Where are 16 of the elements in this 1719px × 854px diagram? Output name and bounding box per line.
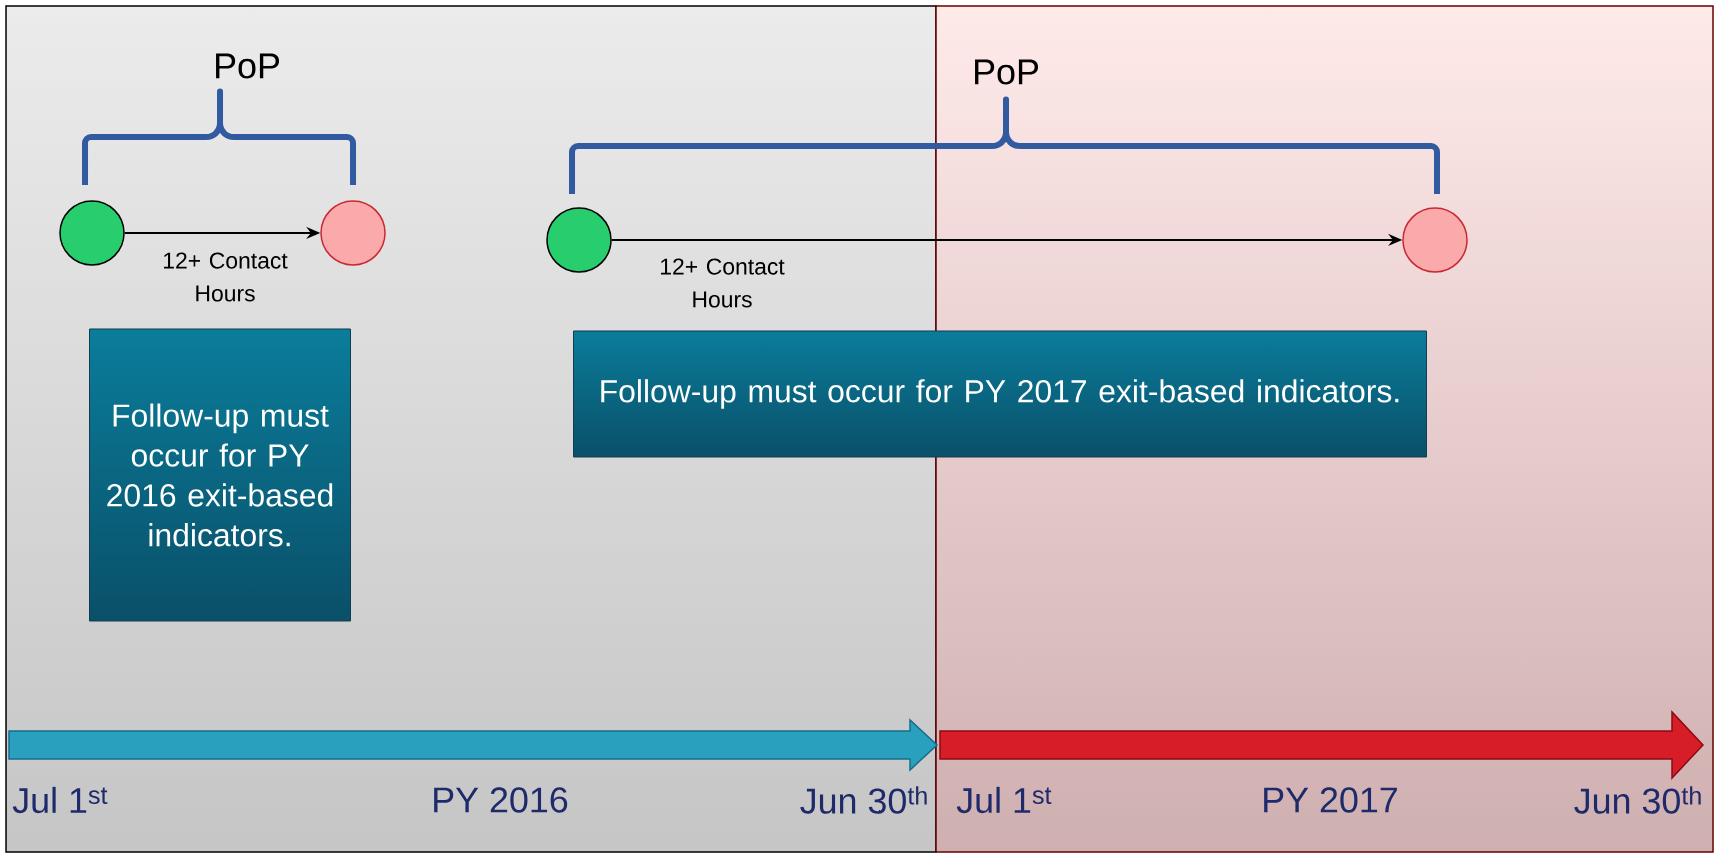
year-label: PY 2016 [434,787,568,813]
note-box: Follow-up must occur for PY 2017 exit-based indicators. [573,330,1427,458]
timeline-point [320,200,386,266]
date-label: Jun 30$^{th}$ [800,786,927,814]
note-box: Follow-up must occur for PY 2016 exit-based indicators. [89,328,351,622]
date-label: Jul 1$^{st}$ [12,786,108,814]
date-label: Jun 30$^{th}$ [1574,786,1701,814]
edge-label: 12+ Contact Hours [164,252,288,302]
edge-label: 12+ Contact Hours [661,258,785,308]
year-label: PY 2017 [1264,787,1397,813]
timeline-point [59,200,125,266]
date-label: Jul 1$^{st}$ [956,786,1052,814]
bracket-label: PoP [975,59,1038,85]
timeline-point [546,207,612,273]
bracket-label: PoP [216,53,279,79]
timeline-point [1402,207,1468,273]
